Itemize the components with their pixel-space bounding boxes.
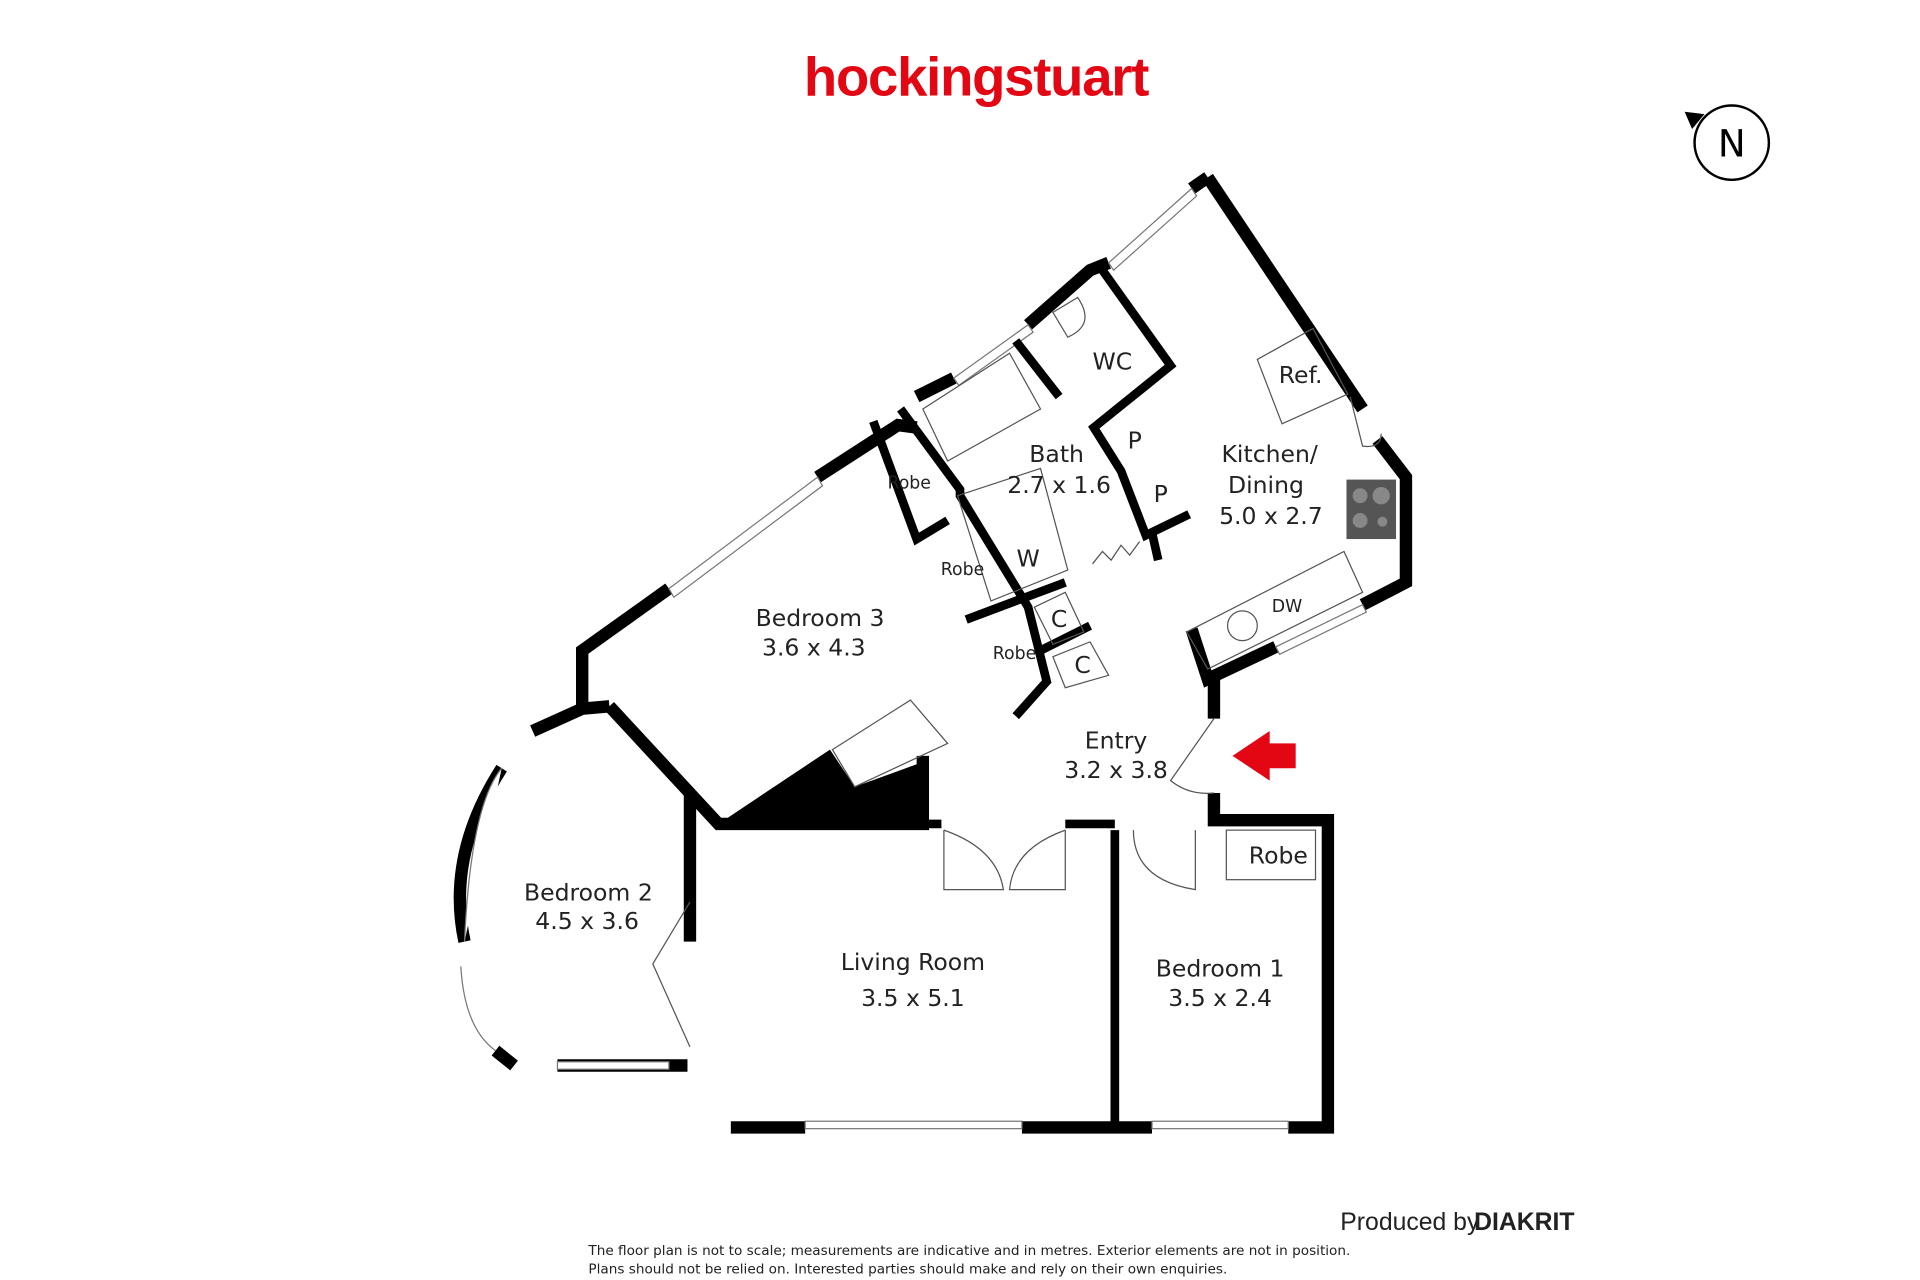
disclaimer-line-2: Plans should not be relied on. Intereste… <box>588 1262 1227 1278</box>
compass: N <box>1684 104 1771 182</box>
entry-size: 3.2 x 3.8 <box>1064 756 1168 784</box>
produced-by-text: Produced by <box>1340 1209 1480 1236</box>
compass-label: N <box>1718 122 1746 165</box>
kitchen-size: 5.0 x 2.7 <box>1219 502 1323 530</box>
robe-label-1: Robe <box>887 473 931 493</box>
dw-label: DW <box>1272 597 1302 617</box>
cooktop-icon <box>1346 479 1397 540</box>
bedroom1-label: Bedroom 1 <box>1156 954 1285 982</box>
robe-label-bedroom1: Robe <box>1249 842 1308 870</box>
c-label-2: C <box>1074 651 1090 679</box>
bath-label: Bath <box>1029 440 1084 468</box>
interior-walls <box>869 267 1192 1128</box>
sink-icon <box>1226 610 1258 642</box>
fixtures <box>652 296 1397 1048</box>
bedroom3-size: 3.6 x 4.3 <box>762 633 866 661</box>
disclaimer-line-1: The floor plan is not to scale; measurem… <box>587 1243 1350 1259</box>
room-labels: Kitchen/ Dining 5.0 x 2.7 Bath 2.7 x 1.6… <box>524 347 1323 1012</box>
bedroom3-label: Bedroom 3 <box>756 604 885 632</box>
living-label: Living Room <box>841 948 985 976</box>
brand-logo: hockingstuart <box>804 47 1149 108</box>
ref-label: Ref. <box>1279 361 1323 389</box>
bedroom2-label: Bedroom 2 <box>524 879 653 907</box>
bedroom2-size: 4.5 x 3.6 <box>535 907 639 935</box>
windows <box>460 187 1368 1130</box>
producer-logo: DIAKRIT <box>1474 1209 1574 1236</box>
entry-label: Entry <box>1085 726 1148 754</box>
living-size: 3.5 x 5.1 <box>861 984 965 1012</box>
robe-label-3: Robe <box>993 644 1037 664</box>
w-label: W <box>1016 544 1039 572</box>
bedroom1-size: 3.5 x 2.4 <box>1168 984 1272 1012</box>
bath-size: 2.7 x 1.6 <box>1007 471 1111 499</box>
robe-label-2: Robe <box>941 560 985 580</box>
kitchen-label-1: Kitchen/ <box>1222 440 1318 468</box>
north-arrow-icon <box>1684 111 1705 130</box>
pantry-label-1: P <box>1128 427 1142 455</box>
entry-arrow-icon <box>1232 731 1296 781</box>
wc-label: WC <box>1093 347 1133 375</box>
kitchen-label-2: Dining <box>1228 471 1304 499</box>
footer: Produced by DIAKRIT The floor plan is no… <box>587 1209 1574 1277</box>
c-label-1: C <box>1051 605 1067 633</box>
pantry-label-2: P <box>1154 480 1168 508</box>
